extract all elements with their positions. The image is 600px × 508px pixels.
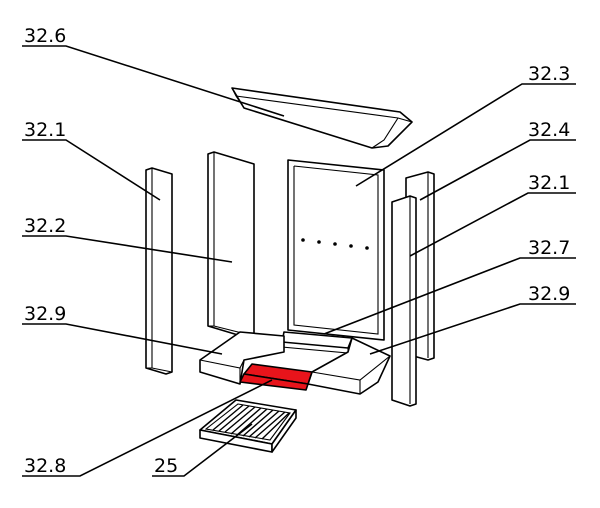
label-32-8: 32.8	[24, 455, 66, 477]
label-32-9-right: 32.9	[528, 283, 570, 305]
part-32-9-right-floor-brick	[307, 337, 391, 395]
label-32-4: 32.4	[528, 119, 570, 141]
label-32-9-left: 32.9	[24, 303, 66, 325]
part-32-2-side-panel	[207, 151, 255, 339]
label-32-2: 32.2	[24, 215, 66, 237]
rear-panel-holes	[301, 238, 369, 250]
label-32-1-left: 32.1	[24, 119, 66, 141]
part-32-1-left-brick	[145, 167, 173, 375]
label-32-6: 32.6	[24, 25, 66, 47]
part-32-9-left-floor-brick	[199, 331, 285, 385]
label-32-7: 32.7	[528, 237, 570, 259]
part-32-1-right-brick	[391, 195, 417, 407]
part-labels: 32.6 32.3 32.1 32.4 32.1 32.2 32.7 32.9 …	[24, 25, 570, 477]
label-32-3: 32.3	[528, 63, 570, 85]
part-32-8-front-brick-highlighted	[239, 363, 313, 391]
leader-lines	[22, 45, 576, 477]
part-32-6-baffle	[231, 87, 413, 149]
label-25: 25	[154, 455, 178, 477]
part-32-3-rear-panel	[287, 159, 385, 341]
part-25-grate-tray	[199, 399, 297, 453]
label-32-1-right: 32.1	[528, 172, 570, 194]
